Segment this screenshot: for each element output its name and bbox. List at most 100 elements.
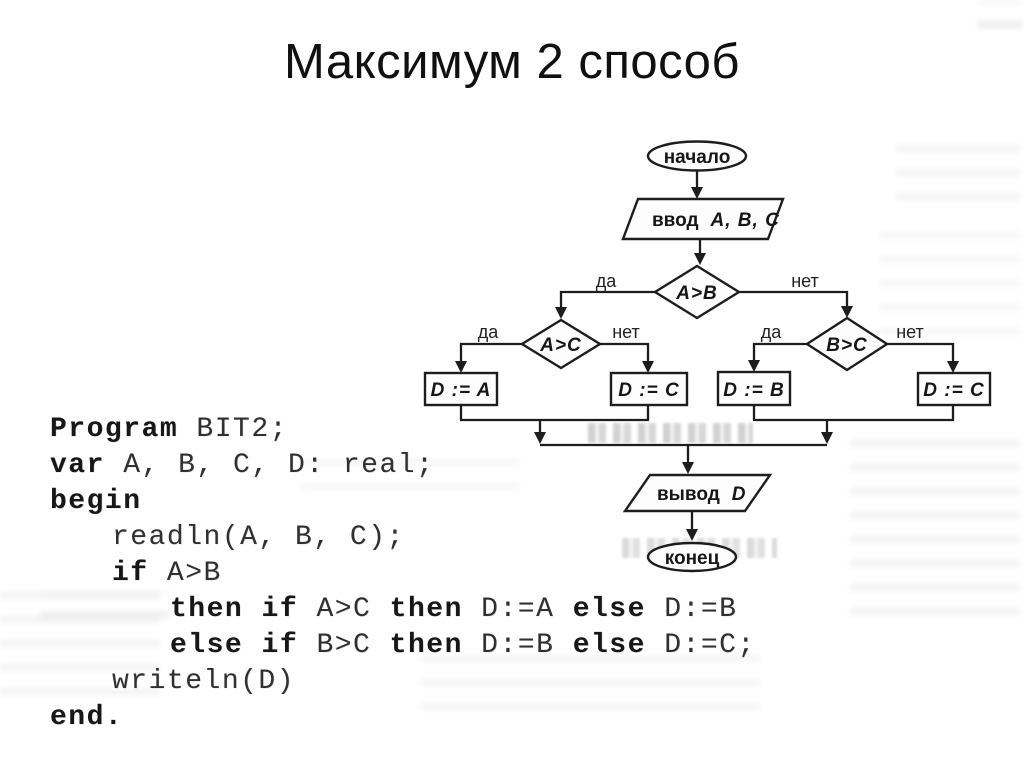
decision-ab-label: A>B	[675, 283, 718, 304]
input-keyword: ввод	[652, 210, 699, 231]
assign-dc-left-label: D := C	[618, 380, 679, 401]
arrowhead	[455, 361, 467, 373]
code-keyword: if	[261, 594, 299, 625]
output-label: вывод D	[657, 484, 747, 505]
page-title: Максимум 2 способ	[284, 35, 740, 89]
code-line: then if A>C then D:=A else D:=B	[170, 592, 756, 628]
edge	[559, 290, 655, 307]
assign-dc-left-node: D := C	[609, 371, 689, 407]
label-yes: да	[596, 271, 618, 291]
code-text: A>C	[298, 594, 390, 625]
input-label: ввод A, B, C	[652, 210, 780, 231]
assign-dc-right-node: D := C	[916, 371, 992, 407]
flowchart-edges	[455, 170, 959, 541]
code-keyword: if	[112, 558, 149, 589]
terminator-shape	[646, 541, 738, 573]
code-text: BIT2;	[178, 414, 288, 445]
process-shape	[716, 370, 792, 407]
code-line: end.	[50, 700, 756, 736]
code-line: var A, B, C, D: real;	[50, 448, 756, 484]
code-keyword: then	[389, 630, 463, 661]
arrowhead	[534, 432, 546, 444]
output-keyword: вывод	[657, 484, 720, 505]
code-text: writeln(D)	[112, 666, 296, 697]
code-text: D:=A	[462, 594, 573, 625]
code-line: writeln(D)	[112, 664, 756, 700]
end-node: конец	[646, 541, 738, 573]
arrowhead	[682, 462, 694, 474]
decision-ab-node: A>B	[652, 264, 742, 320]
label-yes: да	[478, 322, 500, 342]
code-text	[243, 594, 261, 625]
flowchart-branch-labels: да нет да нет да нет	[478, 271, 924, 342]
arrowhead	[841, 306, 853, 318]
arrowhead	[947, 361, 959, 373]
code-keyword: else	[170, 630, 244, 661]
code-keyword: then	[389, 594, 463, 625]
decision-shape	[804, 316, 890, 372]
label-no: нет	[791, 271, 819, 291]
io-shape	[621, 197, 785, 241]
decision-bc-node: B>C	[804, 316, 890, 372]
code-keyword: end.	[50, 702, 124, 733]
code-keyword: else	[572, 594, 646, 625]
assign-db-label: D := B	[723, 380, 784, 401]
edge	[752, 342, 807, 360]
arrowhead	[694, 253, 706, 265]
end-label: конец	[665, 548, 720, 569]
start-label: начало	[664, 147, 731, 168]
label-no: нет	[612, 322, 640, 342]
arrowhead	[691, 187, 703, 199]
code-line: begin	[50, 484, 756, 520]
code-keyword: then	[170, 594, 244, 625]
code-keyword: Program	[50, 414, 179, 445]
start-node: начало	[646, 140, 748, 172]
code-text: D:=C;	[645, 630, 756, 661]
decision-shape	[652, 264, 742, 320]
decision-bc-label: B>C	[826, 335, 868, 356]
assign-dc-right-label: D := C	[923, 380, 984, 401]
process-shape	[609, 371, 689, 407]
decision-shape	[519, 318, 603, 370]
input-vars: A, B, C	[710, 210, 780, 231]
arrowhead	[642, 361, 654, 373]
assign-db-node: D := B	[716, 370, 792, 407]
arrowhead	[555, 307, 567, 319]
input-node: ввод A, B, C	[621, 197, 785, 241]
code-text: A, B, C, D: real;	[104, 450, 435, 481]
edge	[459, 342, 522, 361]
output-node: вывод D	[622, 473, 773, 513]
code-text: D:=B	[462, 630, 573, 661]
assign-da-label: D := A	[431, 380, 492, 401]
code-text: B>C	[298, 630, 390, 661]
io-shape	[622, 473, 773, 513]
code-line: Program BIT2;	[50, 412, 756, 448]
arrowhead	[686, 529, 698, 541]
code-keyword: if	[261, 630, 299, 661]
code-keyword: begin	[50, 486, 142, 517]
edge	[739, 290, 849, 306]
label-yes: да	[761, 322, 783, 342]
edge	[600, 342, 650, 361]
code-text: D:=B	[645, 594, 738, 625]
code-line: if A>B	[112, 556, 756, 592]
terminator-shape	[646, 140, 748, 172]
label-no: нет	[896, 322, 924, 342]
code-text	[243, 630, 261, 661]
code-line: else if B>C then D:=B else D:=C;	[170, 628, 756, 664]
code-line: readln(A, B, C);	[112, 520, 756, 556]
code-text: readln(A, B, C);	[112, 522, 405, 553]
code-keyword: var	[50, 450, 105, 481]
code-text: A>B	[148, 558, 222, 589]
arrowhead	[748, 360, 760, 372]
output-var: D	[732, 484, 747, 505]
edge	[752, 405, 955, 432]
edge	[459, 405, 650, 432]
arrowhead	[821, 432, 833, 444]
decision-ac-node: A>C	[519, 318, 603, 370]
decision-ac-label: A>C	[539, 335, 582, 356]
code-keyword: else	[572, 630, 646, 661]
edge	[887, 342, 955, 361]
